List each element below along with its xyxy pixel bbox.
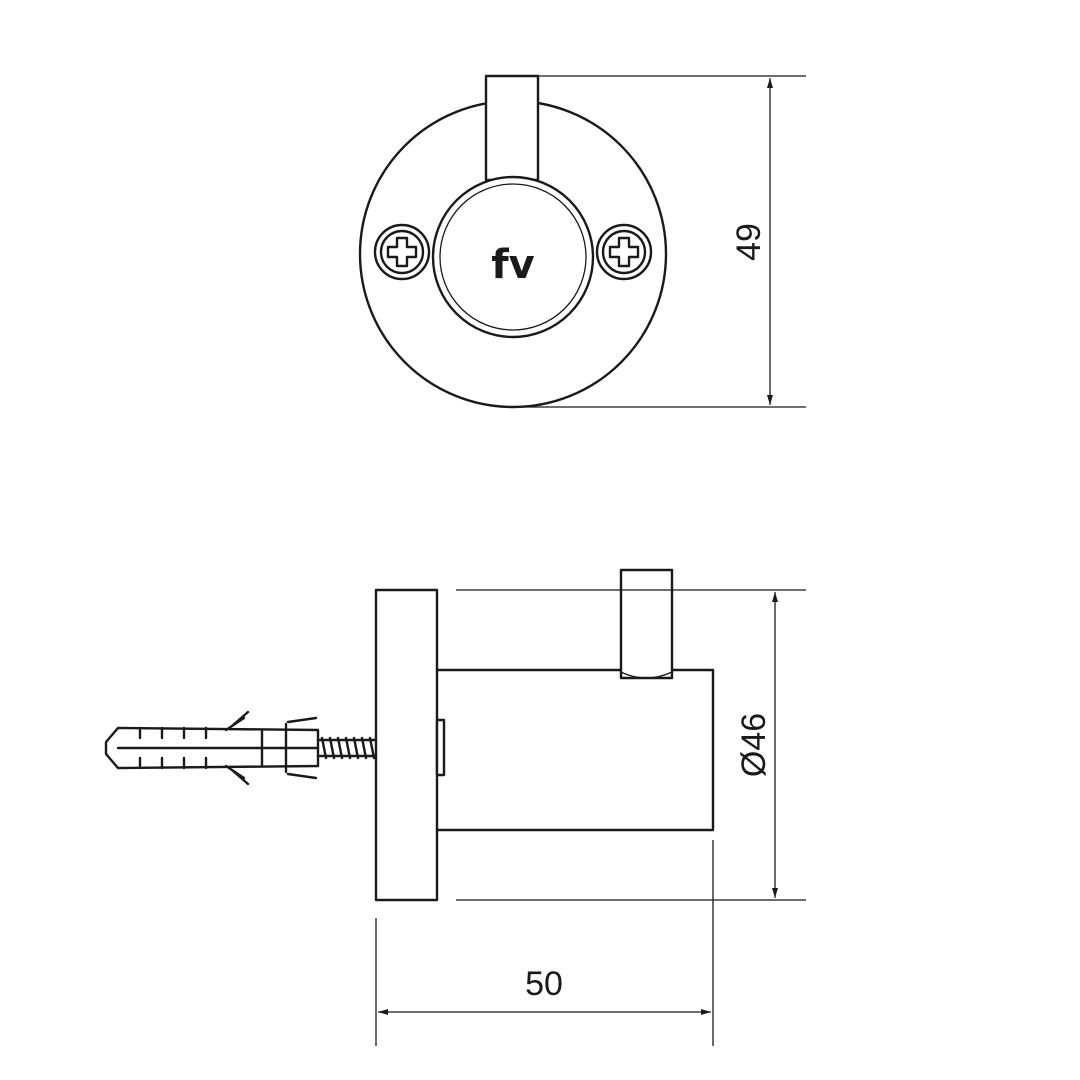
boss-inner-ring xyxy=(439,183,587,331)
hook-tab xyxy=(484,74,540,182)
screw-thread xyxy=(316,736,378,760)
hook-body xyxy=(435,668,715,832)
phillips-screw-icon xyxy=(373,223,431,281)
brand-logo: fv xyxy=(491,242,534,288)
height-dimension-label: 49 xyxy=(730,223,768,261)
side-view: Ø46 50 xyxy=(104,568,806,1046)
hook-arm xyxy=(619,568,674,680)
depth-dimension-label: 50 xyxy=(525,965,563,1003)
wall-plug-icon xyxy=(104,710,320,786)
diameter-dimension-label: Ø46 xyxy=(735,713,773,777)
hook-arm-curve xyxy=(620,671,673,679)
phillips-screw-icon xyxy=(595,223,653,281)
boss-outer-ring xyxy=(431,175,595,339)
base-plate xyxy=(374,588,439,902)
front-view: fv 49 xyxy=(358,74,806,409)
plate-nib xyxy=(435,718,446,777)
